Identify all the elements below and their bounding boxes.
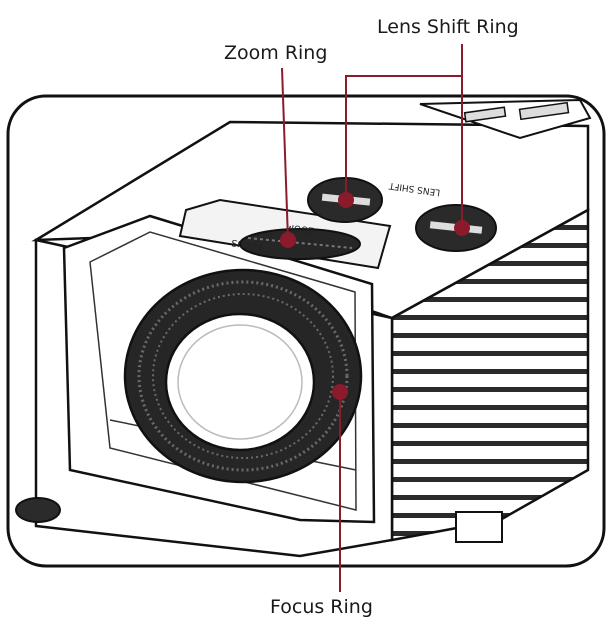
lens-glass-rim [177, 324, 303, 440]
zoom-ring-body [239, 228, 361, 260]
focus-leader-dot [332, 384, 348, 400]
projector-foot-right [455, 511, 503, 543]
focus-ring-label: Focus Ring [270, 596, 373, 618]
zoom-marking: ZOOM [286, 221, 315, 235]
focus-marking: FOCUS [231, 237, 263, 251]
zoom-ring-label: Zoom Ring [224, 42, 328, 64]
control-button [463, 106, 507, 123]
lens-shift-leader-dot [454, 220, 470, 236]
projector-foot-left [15, 497, 61, 523]
lens-glass [164, 312, 316, 452]
zoom-leader-dot [280, 232, 296, 248]
lens-shift-leader [345, 75, 463, 228]
lens-shift-ring-label: Lens Shift Ring [377, 16, 519, 38]
zoom-leader [281, 67, 289, 241]
control-button [518, 101, 570, 121]
lens-shift-leader-dot [338, 192, 354, 208]
